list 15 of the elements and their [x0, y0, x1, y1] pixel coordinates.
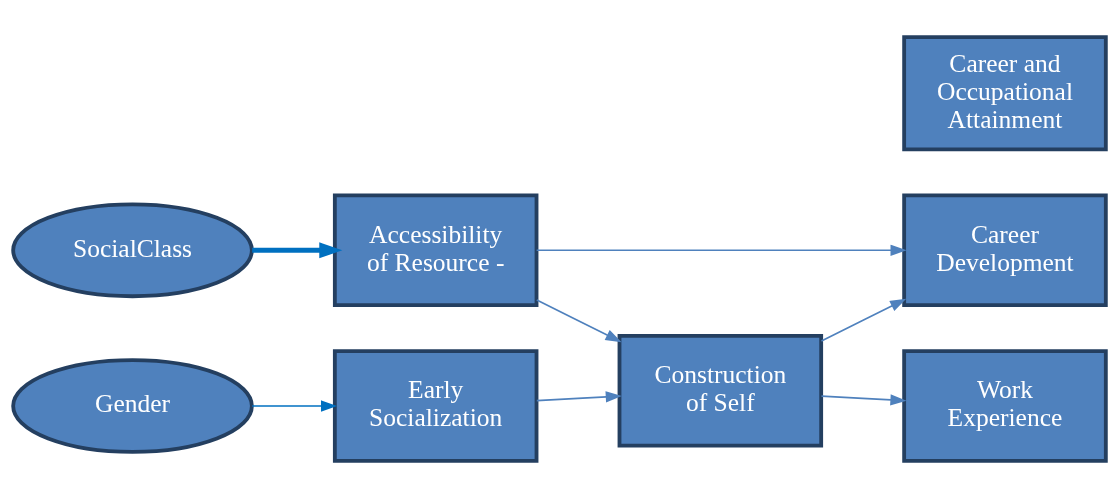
node-box: Accessibility of Resource -: [332, 192, 539, 307]
node-ellipse: Gender: [11, 357, 254, 454]
node-box: Career and Occupational Attainment: [902, 34, 1108, 151]
arrow: [536, 298, 622, 342]
arrow: [536, 390, 622, 402]
arrow: [535, 244, 907, 256]
node-box: Work Experience: [902, 348, 1108, 463]
arrow: [251, 399, 338, 412]
node-box: Construction of Self: [617, 333, 824, 447]
arrow: [252, 241, 343, 258]
node-box: Career Development: [902, 192, 1108, 307]
node-ellipse: SocialClass: [11, 201, 254, 298]
node-box: Early Socialization: [332, 348, 539, 463]
arrow: [820, 393, 907, 405]
arrow: [820, 298, 907, 342]
